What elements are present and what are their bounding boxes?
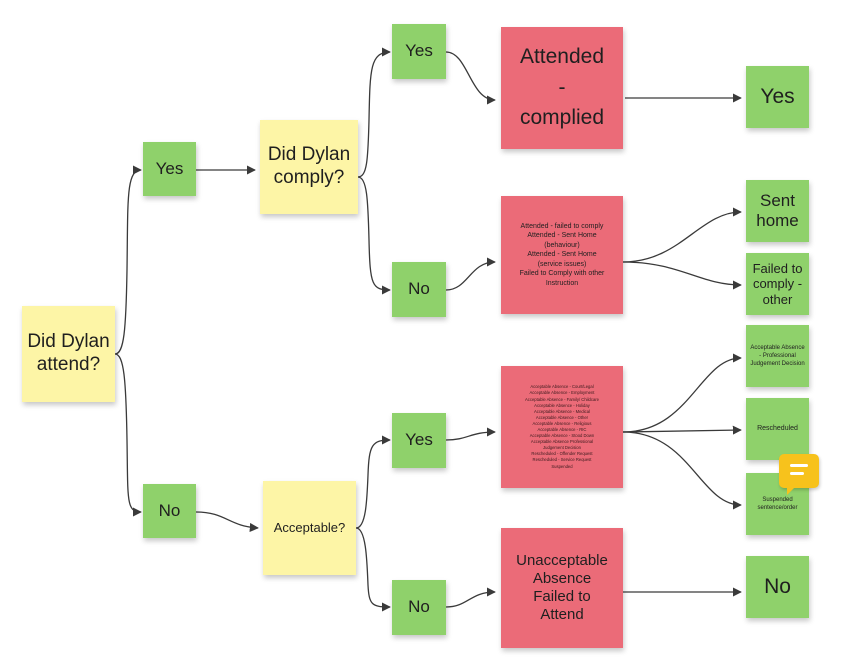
comply-yes-label: Yes [405, 41, 433, 61]
failed-to-comply-line: Failed to Comply with other [519, 270, 605, 278]
acceptable-label: Acceptable? [273, 520, 346, 536]
attended-complied-line: complied [519, 106, 605, 130]
comply-no-label: No [408, 279, 430, 299]
unacceptable-absence-label: Unacceptable Absence Failed to Attend [516, 552, 608, 623]
connector-absence-suspended [622, 431, 742, 510]
did-dylan-attend-label: Did Dylan attend? [27, 331, 110, 375]
suspended-sentence-label: Suspended sentence/order [757, 496, 798, 511]
acceptable-absence-line: Acceptable Absence - Family/ Childcare [524, 396, 599, 402]
did-dylan-comply-note[interactable]: Did Dylan comply? [260, 120, 358, 214]
acceptable-note[interactable]: Acceptable? [263, 481, 356, 575]
attend-no-label: No [158, 500, 181, 520]
failed-to-comply-line: Attended - Sent Home [527, 251, 597, 259]
outcome-yes-label: Yes [760, 85, 795, 109]
comment-bubble-icon[interactable] [779, 454, 819, 495]
acceptable-yes-note[interactable]: Yes [392, 413, 446, 468]
acceptable-no-label: No [408, 597, 430, 617]
acceptable-absence-line: Acceptable Absence - Employment [529, 390, 595, 396]
attend-yes-label: Yes [155, 158, 184, 178]
acceptable-absence-line: Acceptable Absence - Stood Down [529, 433, 595, 439]
acceptable-absence-line: Judgement Decision [543, 445, 581, 451]
acceptable-no-note[interactable]: No [392, 580, 446, 635]
unacceptable-absence-note[interactable]: Unacceptable Absence Failed to Attend [501, 528, 623, 648]
did-dylan-comply-label: Did Dylan comply? [267, 144, 351, 188]
connector-no-unacceptable [445, 587, 496, 608]
acceptable-absence-line: Acceptable Absence - Holiday [534, 402, 590, 408]
connector-attend-yes [114, 165, 142, 355]
connector-absence-professional [622, 353, 742, 433]
connector-no-failed [445, 257, 496, 291]
acceptable-absence-line: Suspended [551, 463, 573, 469]
acceptable-absence-professional-note[interactable]: Acceptable Absence - Professional Judgem… [746, 325, 809, 387]
connector-comply-yes [357, 47, 391, 178]
sent-home-label: Sent home [756, 190, 799, 230]
attend-no-note[interactable]: No [143, 484, 196, 538]
acceptable-absence-line: Acceptable Absence - Religious [532, 420, 592, 426]
acceptable-absence-line: Acceptable Absence - Other [535, 414, 589, 420]
connector-failed-other [622, 261, 742, 290]
attended-complied-line: - [558, 75, 566, 99]
suspended-sentence-note[interactable]: Suspended sentence/order [746, 473, 809, 535]
acceptable-absence-line: Rescheduled - Offender Request [531, 451, 593, 457]
failed-to-comply-line: Attended - Sent Home [527, 232, 597, 240]
acceptable-absence-list-note[interactable]: Acceptable Absence - Court/Legal Accepta… [501, 366, 623, 488]
sent-home-note[interactable]: Sent home [746, 180, 809, 242]
did-dylan-attend-note[interactable]: Did Dylan attend? [22, 306, 115, 402]
connector-failed-sent-home [622, 207, 742, 263]
acceptable-absence-line: Acceptable Absence - Court/Legal [530, 384, 594, 390]
failed-to-comply-line: (service issues) [537, 260, 587, 268]
connector-comply-no [357, 176, 391, 295]
acceptable-absence-line: Acceptable Absence - Medical [533, 408, 591, 414]
connector-attend-no [114, 353, 142, 517]
connector-no-acceptable [195, 511, 259, 532]
attended-complied-note[interactable]: Attended - complied [501, 27, 623, 149]
acceptable-yes-label: Yes [405, 430, 433, 450]
failed-to-comply-line: Attended - failed to comply [520, 222, 604, 230]
failed-to-comply-note[interactable]: Attended - failed to comply Attended - S… [501, 196, 623, 314]
outcome-no-note[interactable]: No [746, 556, 809, 618]
comply-no-note[interactable]: No [392, 262, 446, 317]
connector-yes-acceptable-absence [445, 427, 496, 441]
outcome-yes-note[interactable]: Yes [746, 66, 809, 128]
attended-complied-line: Attended [519, 45, 605, 69]
rescheduled-note[interactable]: Rescheduled [746, 398, 809, 460]
comply-yes-note[interactable]: Yes [392, 24, 446, 79]
rescheduled-label: Rescheduled [757, 425, 798, 433]
failed-to-comply-other-label: Failed to comply - other [752, 260, 803, 307]
connector-acceptable-yes [355, 435, 391, 529]
failed-to-comply-line: (behaviour) [544, 241, 580, 249]
connector-absence-rescheduled [622, 425, 742, 435]
failed-to-comply-line: Instruction [545, 279, 579, 287]
connector-acceptable-no [355, 527, 391, 612]
attend-yes-note[interactable]: Yes [143, 142, 196, 196]
acceptable-absence-professional-label: Acceptable Absence - Professional Judgem… [750, 344, 805, 368]
acceptable-absence-line: Acceptable Absence - RIC [537, 427, 587, 432]
outcome-no-label: No [764, 575, 791, 599]
failed-to-comply-other-note[interactable]: Failed to comply - other [746, 253, 809, 315]
acceptable-absence-line: Acceptable Absence Professional [530, 439, 594, 445]
acceptable-absence-line: Rescheduled - Service Request [532, 457, 592, 463]
connector-yes-complied [445, 51, 496, 105]
